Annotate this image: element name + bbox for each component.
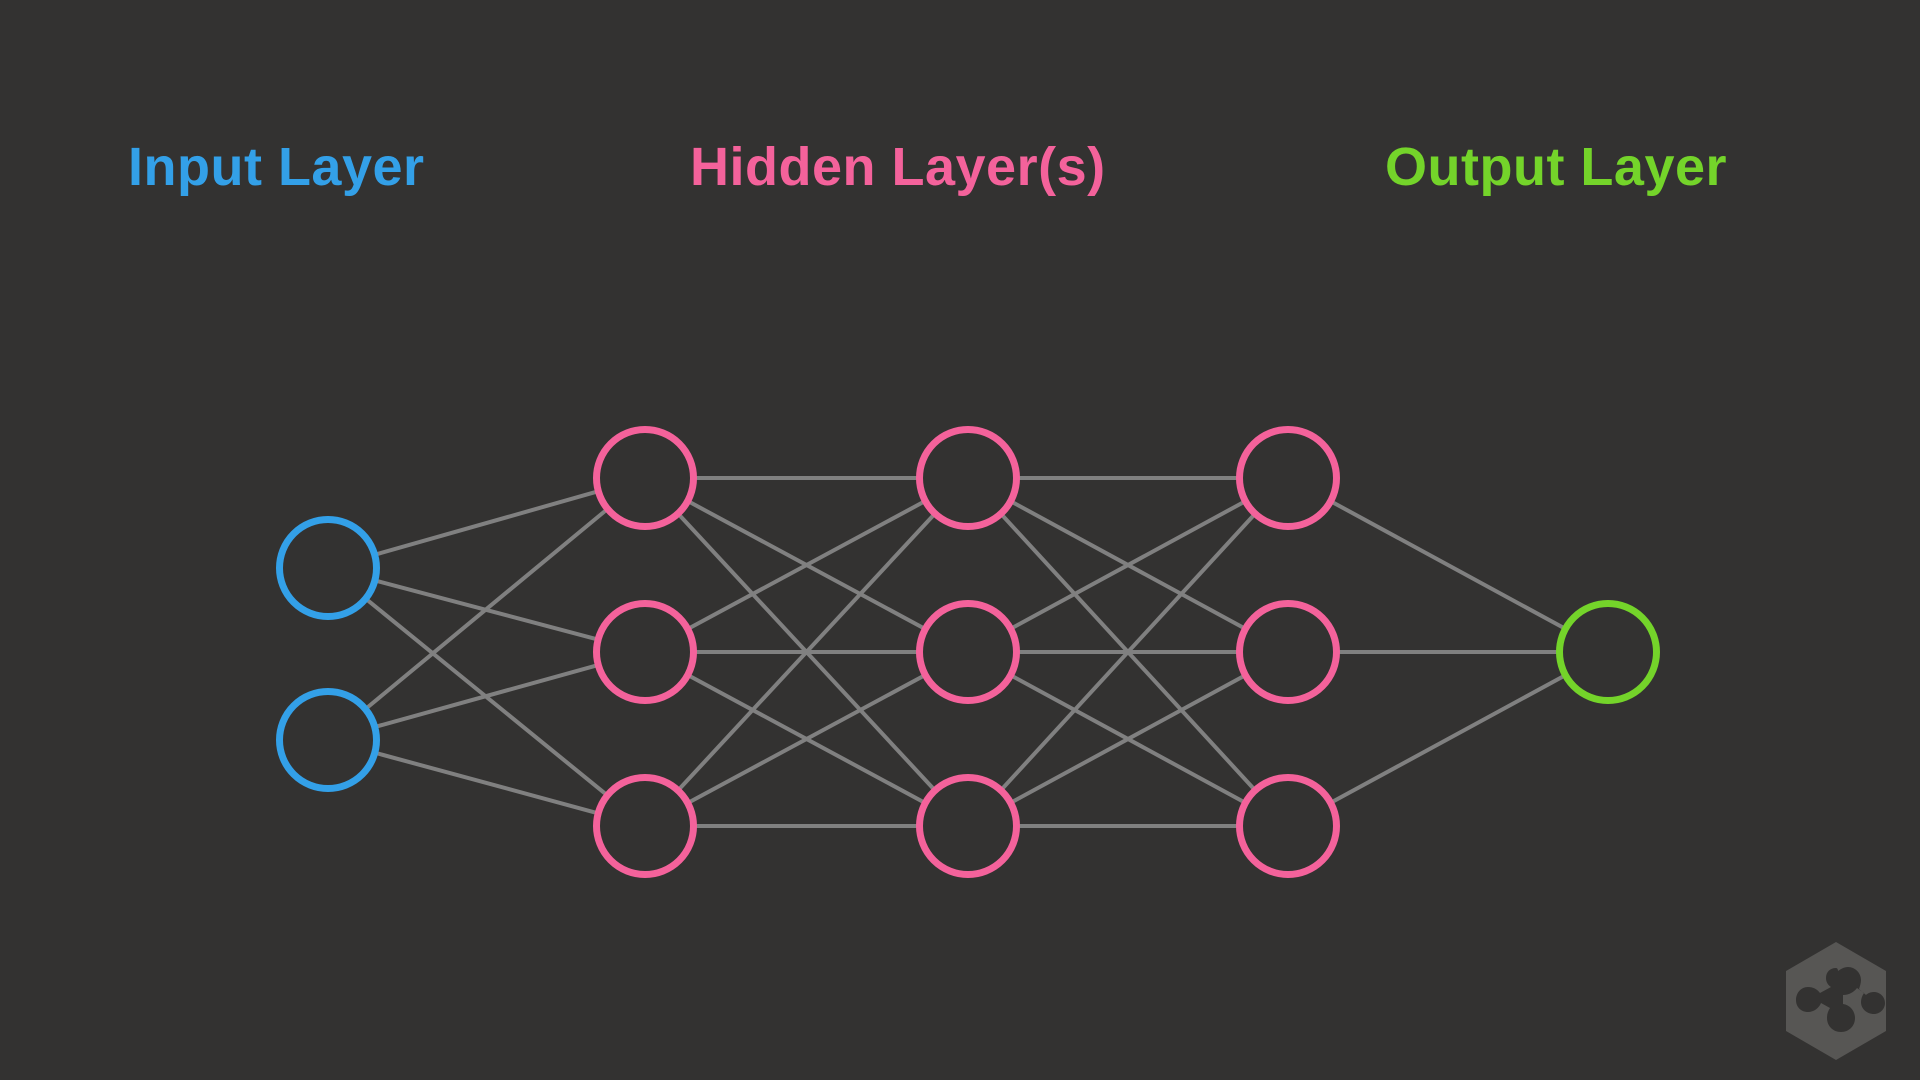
network-edge — [1011, 674, 1245, 804]
network-edge — [376, 663, 597, 729]
output-layer-label: Output Layer — [1385, 137, 1728, 197]
node-hidden2-3 — [916, 774, 1020, 878]
node-hidden2-1 — [916, 426, 1020, 530]
network-edge — [688, 674, 925, 804]
node-output-1 — [1556, 600, 1660, 704]
node-hidden2-2 — [916, 600, 1020, 704]
node-hidden1-2 — [593, 600, 697, 704]
network-edge — [1001, 514, 1255, 790]
network-edge — [678, 514, 935, 790]
network-edge — [376, 490, 597, 556]
network-edge — [688, 500, 925, 630]
nodes-group — [276, 426, 1660, 878]
node-hidden1-3 — [593, 774, 697, 878]
network-edge — [1331, 674, 1565, 804]
node-hidden3-2 — [1236, 600, 1340, 704]
node-hidden3-3 — [1236, 774, 1340, 878]
node-input-2 — [276, 688, 380, 792]
input-layer-label: Input Layer — [128, 137, 425, 197]
node-hidden1-1 — [593, 426, 697, 530]
node-input-1 — [276, 516, 380, 620]
network-edge — [1011, 500, 1245, 630]
network-edge — [366, 509, 607, 709]
hidden-layer-label: Hidden Layer(s) — [690, 137, 1106, 197]
network-edge — [1331, 500, 1565, 630]
edges-group — [366, 476, 1565, 828]
network-edge — [376, 751, 597, 815]
hexagon-neuron-logo-icon — [1786, 942, 1886, 1060]
node-hidden3-1 — [1236, 426, 1340, 530]
